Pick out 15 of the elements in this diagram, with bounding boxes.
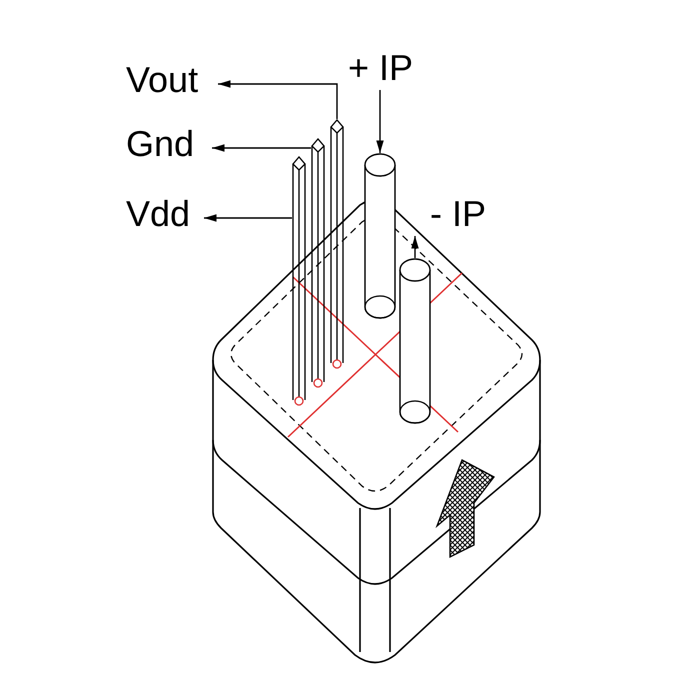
pin-label: Gnd — [126, 126, 194, 162]
pin-label: Vdd — [126, 196, 190, 232]
conductor-tube — [364, 153, 396, 319]
terminal-pin — [330, 119, 344, 369]
conductor-tube — [399, 258, 431, 424]
arrow — [411, 236, 419, 258]
pin-label: - IP — [430, 196, 486, 232]
pin-label: + IP — [348, 50, 414, 86]
arrow — [212, 144, 311, 152]
arrow — [218, 80, 338, 119]
terminal-pin — [311, 138, 325, 388]
pin-label: Vout — [126, 62, 198, 98]
terminal-pin — [292, 156, 306, 406]
arrow — [204, 214, 292, 222]
arrow — [376, 90, 384, 153]
